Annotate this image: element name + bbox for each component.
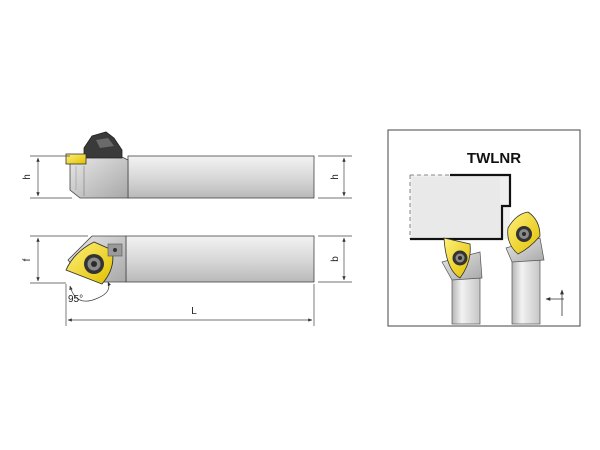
dim-b: b	[318, 235, 352, 283]
dim-h-right: h	[318, 155, 352, 199]
detail-title: TWLNR	[467, 150, 521, 167]
dim-f: f	[22, 235, 88, 284]
dim-L-label: L	[191, 306, 197, 317]
feed-direction-arrows-icon	[545, 289, 564, 316]
dim-b-label: b	[330, 256, 341, 262]
dim-h-left: h	[22, 155, 72, 199]
dim-h-right-label: h	[330, 174, 341, 180]
detail-panel: TWLNR	[387, 129, 581, 327]
dim-angle-label: 95°	[68, 294, 83, 305]
dim-h-left-label: h	[22, 174, 33, 180]
side-view	[65, 131, 315, 199]
dim-f-label: f	[22, 258, 33, 261]
top-view	[65, 235, 315, 285]
dim-angle: 95°	[68, 281, 111, 305]
insert-icon	[65, 153, 87, 165]
dim-L: L	[65, 284, 315, 326]
